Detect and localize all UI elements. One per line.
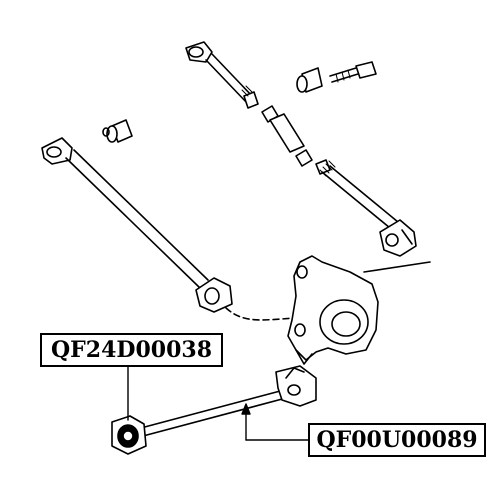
lower-arm-bushing [102,119,133,143]
leader-lines [127,366,309,441]
arm-bushing [111,415,147,455]
upper-control-arm [185,41,417,257]
connector-dashed-line [225,307,297,321]
lower-lateral-arm [41,137,233,313]
part-number-label-arm: QF00U00089 [308,423,486,457]
upper-bushing-and-bolt [296,61,377,93]
lower-control-arm [125,365,317,441]
steering-knuckle [287,255,431,365]
part-number-label-bushing: QF24D00038 [40,333,223,367]
